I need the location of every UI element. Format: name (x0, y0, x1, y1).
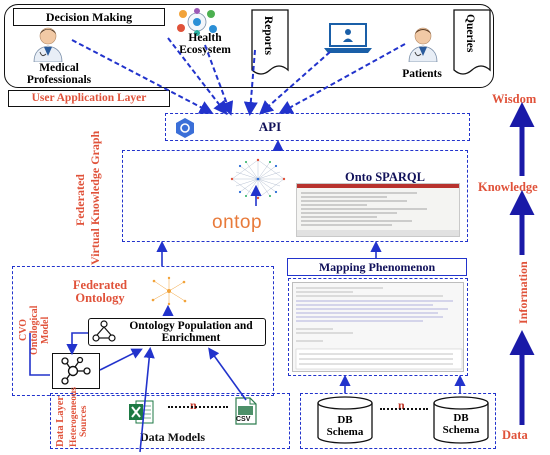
excel-file-icon (128, 399, 154, 425)
vkg-side-label-2: Virtual Knowledge Graph (88, 130, 102, 266)
queries-label: Queries (464, 14, 476, 53)
data-models-label: Data Models (140, 430, 205, 444)
api-hexagon-icon (174, 117, 196, 139)
data-layer-label: Data Layer (55, 395, 66, 447)
mapping-phenomenon-box (287, 258, 467, 276)
data-layer-region (50, 393, 290, 449)
knowledge-graph-box (122, 150, 468, 242)
ontology-population-box (88, 318, 266, 346)
ontology-population-label: Ontology Population and Enrichment (129, 320, 253, 344)
health-ecosystem-icon (175, 8, 219, 36)
cvo-model-box (52, 353, 100, 389)
cvo-model-icon (60, 356, 92, 386)
user-application-panel (4, 4, 494, 88)
db-schema-label-1: DB Schema (326, 414, 364, 438)
reports-label: Reports (262, 16, 274, 55)
wisdom-label: Wisdom (492, 92, 537, 106)
mapping-editor-screenshot (292, 282, 464, 372)
knowledge-label: Knowledge (478, 180, 538, 194)
cvo-ontological-model-label: CVO Ontological Model (18, 305, 51, 355)
queries-document (452, 8, 492, 78)
heterogeneous-sources-label: Heterogeneous Sources (69, 387, 89, 447)
db-schemas-ellipsis (380, 408, 428, 410)
db-schemas-region (300, 393, 496, 449)
api-box (165, 113, 470, 141)
db-schema-cylinder-2 (432, 395, 490, 445)
data-models-n-label: n (190, 398, 197, 412)
patient-icon (405, 24, 441, 63)
ontology-population-icon (92, 320, 116, 344)
mapping-screenshot-frame (288, 278, 468, 376)
data-label: Data (502, 428, 528, 442)
db-schemas-n-label: n (398, 398, 405, 412)
db-schema-cylinder-1 (316, 395, 374, 445)
csv-label: CSV (236, 416, 251, 423)
laptop-icon (322, 22, 374, 54)
ontop-logo: ontop (212, 212, 263, 233)
user-application-layer-label: User Application Layer (8, 90, 170, 107)
knowledge-graph-network-image (222, 156, 294, 202)
decision-making-label: Decision Making (13, 8, 165, 26)
patients-label: Patients (402, 68, 442, 80)
doctor-icon (30, 24, 66, 63)
mapping-phenomenon-label: Mapping Phenomenon (318, 260, 436, 274)
sparql-query-screenshot (296, 183, 460, 237)
db-schema-label-2: DB Schema (442, 412, 480, 436)
medical-professionals-label: Medical Professionals (26, 62, 92, 86)
vkg-side-label-1: Federated (73, 174, 87, 226)
information-label: Information (516, 261, 530, 325)
federated-ontology-graph-icon (148, 276, 190, 306)
health-ecosystem-label: Health Ecosystem (179, 32, 231, 56)
onto-sparql-label: Onto SPARQL (345, 170, 425, 184)
csv-file-icon (234, 396, 258, 426)
data-models-ellipsis (168, 406, 228, 408)
federated-ontology-title: Federated Ontology (72, 278, 128, 305)
api-label: API (258, 119, 282, 134)
